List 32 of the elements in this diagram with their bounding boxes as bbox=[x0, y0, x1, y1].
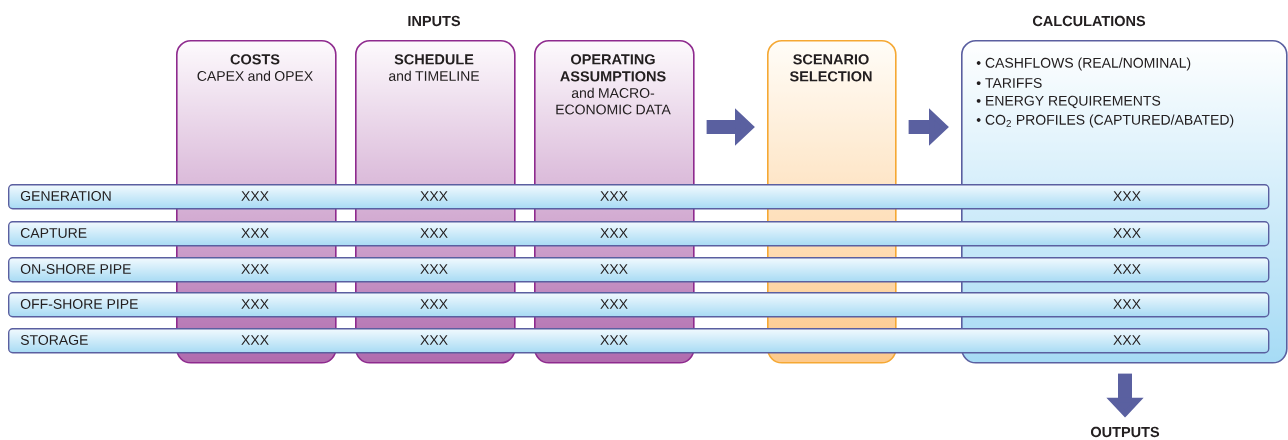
cell-value: XXX bbox=[1113, 299, 1141, 309]
cell-value: XXX bbox=[241, 264, 269, 274]
cell-value: XXX bbox=[1113, 335, 1141, 345]
cell-value: XXX bbox=[241, 335, 269, 345]
section-heading: CALCULATIONS bbox=[1032, 15, 1146, 27]
cell-value: XXX bbox=[600, 264, 628, 274]
section-heading: OUTPUTS bbox=[1090, 426, 1160, 438]
row-bar: CAPTURE XXX XXX XXX XXX bbox=[8, 221, 1270, 247]
row-bar: GENERATION XXX XXX XXX XXX bbox=[8, 184, 1270, 210]
bullet-item: • ENERGY REQUIREMENTS bbox=[976, 95, 1161, 109]
bullet-item: • TARIFFS bbox=[976, 78, 1042, 88]
cell-value: XXX bbox=[600, 228, 628, 238]
cell-value: XXX bbox=[420, 299, 448, 309]
cell-value: XXX bbox=[420, 228, 448, 238]
cell-value: XXX bbox=[1113, 191, 1141, 201]
section-heading: INPUTS bbox=[408, 15, 461, 27]
cell-value: XXX bbox=[241, 299, 269, 309]
cell-value: XXX bbox=[420, 191, 448, 201]
row-bar: ON-SHORE PIPE XXX XXX XXX XXX bbox=[8, 257, 1270, 283]
cell-value: XXX bbox=[241, 191, 269, 201]
bullet-item: • CASHFLOWS (REAL/NOMINAL) bbox=[976, 57, 1191, 71]
row-bar: STORAGE XXX XXX XXX XXX bbox=[8, 328, 1270, 354]
cell-value: XXX bbox=[1113, 228, 1141, 238]
cell-value: XXX bbox=[600, 191, 628, 201]
cell-value: XXX bbox=[600, 299, 628, 309]
cell-value: XXX bbox=[600, 335, 628, 345]
cell-value: XXX bbox=[420, 264, 448, 274]
bullet-item: • CO$_{2}$ PROFILES (CAPTURED/ABATED) bbox=[976, 114, 1234, 128]
cell-value: XXX bbox=[420, 335, 448, 345]
cell-value: XXX bbox=[241, 228, 269, 238]
row-bar: OFF-SHORE PIPE XXX XXX XXX XXX bbox=[8, 292, 1270, 318]
cell-value: XXX bbox=[1113, 264, 1141, 274]
